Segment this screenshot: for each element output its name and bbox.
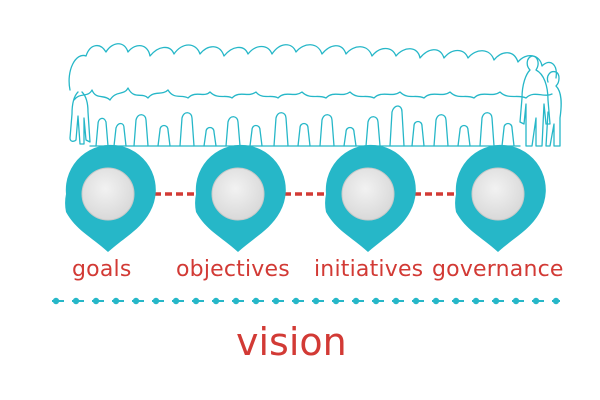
timeline-dot (112, 297, 120, 305)
timeline-dot (532, 297, 540, 305)
timeline-dot (392, 297, 400, 305)
timeline-dot (452, 297, 460, 305)
label-governance: governance (432, 257, 564, 282)
timeline-dot (332, 297, 340, 305)
timeline-dot (372, 297, 380, 305)
timeline-dot (492, 297, 500, 305)
pin-governance (455, 144, 546, 252)
timeline-dot (192, 297, 200, 305)
label-goals: goals (72, 257, 132, 282)
timeline-dot (272, 297, 280, 305)
pin-initiatives (325, 144, 416, 252)
timeline (52, 297, 560, 305)
timeline-dot (352, 297, 360, 305)
timeline-dot (172, 297, 180, 305)
timeline-dot (412, 297, 420, 305)
timeline-dot (152, 297, 160, 305)
timeline-dot (432, 297, 440, 305)
timeline-dot (312, 297, 320, 305)
timeline-dot (92, 297, 100, 305)
timeline-dot (72, 297, 80, 305)
timeline-dot (212, 297, 220, 305)
timeline-dot (52, 297, 60, 305)
timeline-dot (252, 297, 260, 305)
label-objectives: objectives (176, 257, 290, 282)
timeline-dot (132, 297, 140, 305)
timeline-dot (232, 297, 240, 305)
pin-objectives (195, 144, 286, 252)
timeline-dot (292, 297, 300, 305)
vision-label: vision (236, 320, 347, 364)
pin-goals (65, 144, 156, 252)
timeline-dot (472, 297, 480, 305)
label-initiatives: initiatives (314, 257, 424, 282)
timeline-dot (512, 297, 520, 305)
timeline-dot (552, 297, 560, 305)
